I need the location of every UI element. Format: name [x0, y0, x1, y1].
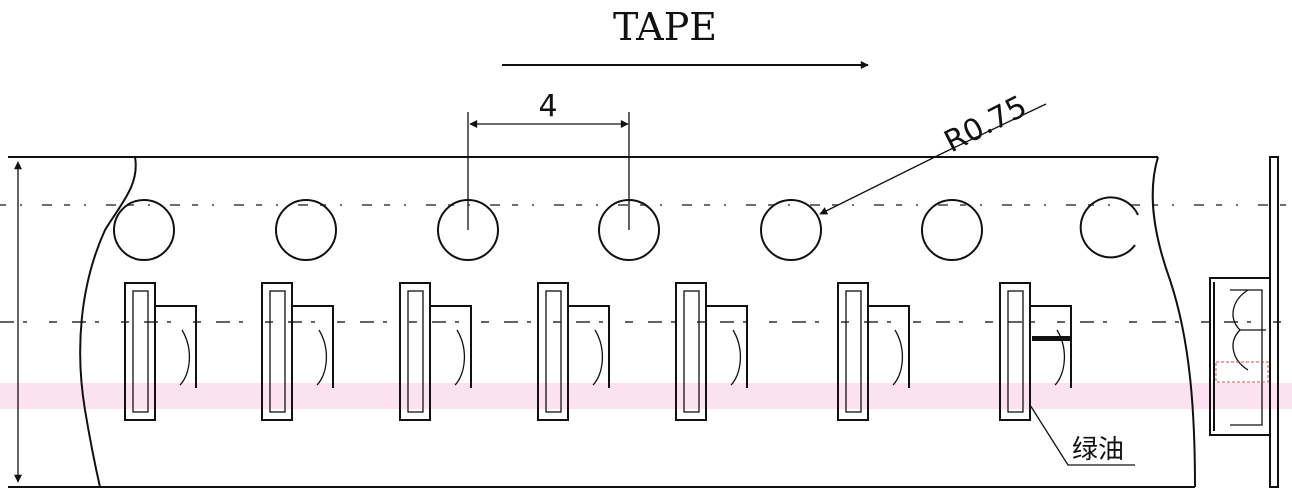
- pocket: [124, 282, 197, 421]
- pitch-dimension-label: 4: [538, 89, 557, 124]
- radius-leader-top: [944, 103, 1047, 153]
- pocket: [999, 282, 1072, 421]
- green-oil-mark: [1032, 336, 1070, 341]
- pocket: [837, 282, 910, 421]
- sprocket-hole: [113, 199, 175, 261]
- pocket: [675, 282, 748, 421]
- tape-direction-label: TAPE: [613, 5, 717, 49]
- radius-dimension-label: R0.75: [939, 89, 1033, 160]
- sprocket-hole: [437, 199, 499, 261]
- tape-left-tear-edge: [79, 156, 137, 488]
- side-view: [1209, 156, 1279, 488]
- pocket: [537, 282, 610, 421]
- pocket: [399, 282, 472, 421]
- pockets: [124, 282, 1072, 421]
- sprocket-hole: [275, 199, 337, 261]
- sprocket-hole: [921, 199, 983, 261]
- radius-leader-line: [819, 151, 946, 215]
- sprocket-hole: [598, 199, 660, 261]
- pocket: [261, 282, 334, 421]
- tape-right-tear-edge: [1151, 156, 1196, 488]
- sprocket-hole: [760, 199, 822, 261]
- note-leader-line: [1029, 404, 1135, 466]
- sprocket-holes: [113, 196, 1139, 261]
- scan-artifact-band: [0, 383, 1292, 409]
- sprocket-hole-partial: [1079, 196, 1139, 259]
- green-oil-label: 绿油: [1072, 435, 1124, 465]
